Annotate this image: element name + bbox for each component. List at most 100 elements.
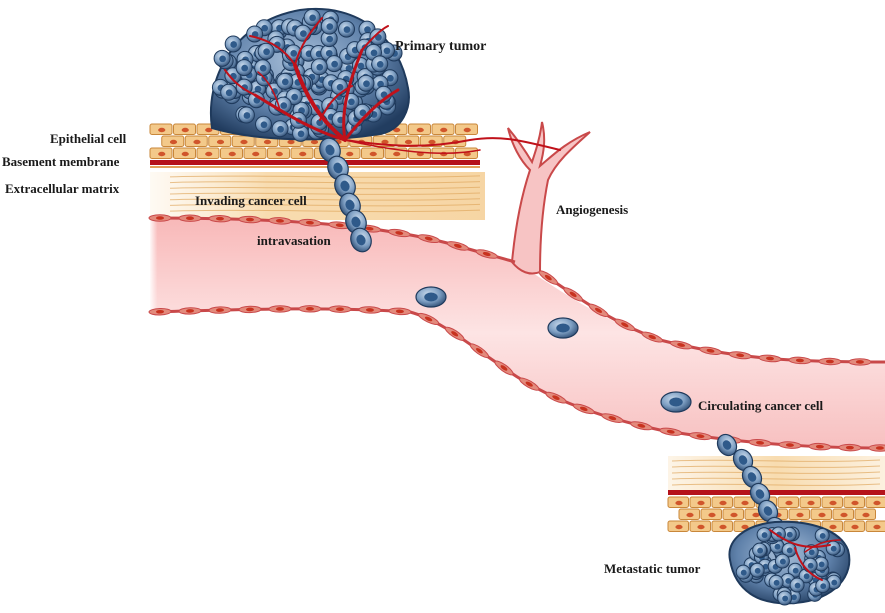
tumor-cell-nucleus — [290, 50, 298, 57]
endothelial-nucleus — [215, 308, 224, 312]
endothelial-nucleus — [475, 348, 483, 354]
ecm-fiber — [169, 186, 481, 190]
epithelial-nucleus — [686, 512, 694, 518]
tumor-cell-nucleus — [277, 125, 284, 133]
endothelial-nucleus — [275, 219, 284, 223]
tumor-cell-nucleus — [325, 49, 333, 57]
metastatic-capillaries — [769, 529, 841, 581]
labels: Primary tumor Epithelial cell Basement m… — [2, 39, 824, 576]
epithelial-nucleus — [730, 512, 738, 518]
endothelial-nucleus — [424, 236, 433, 241]
cancer-cell-nucleus — [722, 440, 732, 450]
endothelial-nucleus — [696, 434, 705, 438]
tumor-cell-nucleus — [786, 531, 793, 538]
tumor-cell-nucleus — [280, 102, 288, 109]
tumor-cell-nucleus — [336, 83, 344, 91]
epithelial-nucleus — [697, 500, 705, 506]
tumor-cell-nucleus — [261, 24, 269, 32]
tumor-cell-nucleus — [343, 26, 351, 33]
epithelial-nucleus — [719, 524, 727, 530]
tumor-cell-nucleus — [383, 47, 391, 55]
epithelial-nucleus — [299, 151, 307, 157]
tumor-cell-nucleus — [243, 112, 251, 119]
endothelial-nucleus — [579, 406, 588, 412]
tumor-cell-nucleus — [225, 89, 233, 97]
endothelial-nucleus — [855, 360, 864, 364]
epithelial-nucleus — [169, 139, 178, 145]
tumor-capillaries — [224, 17, 561, 154]
label-invading-cancer-cell: Invading cancer cell — [195, 193, 307, 208]
tumor-cell-nucleus — [740, 569, 747, 576]
endothelial-nucleus — [305, 307, 314, 311]
epithelial-nucleus — [675, 524, 683, 530]
cancer-cell-nucleus — [356, 234, 366, 246]
tumor-cell-nucleus — [791, 594, 797, 601]
epithelial-nucleus — [193, 139, 201, 145]
tumor-cell-nucleus — [773, 579, 780, 586]
ecm-fibers-right — [671, 459, 881, 486]
ecm-fiber — [671, 465, 881, 468]
ecm-fibers-left — [169, 175, 481, 213]
epithelial-nucleus — [228, 151, 236, 157]
epithelial-nucleus — [428, 139, 436, 145]
endothelial-nucleus — [875, 446, 884, 450]
ecm-fiber — [169, 181, 481, 184]
ecm-fiber — [671, 483, 881, 486]
circulating-cancer-cells — [415, 286, 692, 413]
epithelial-nucleus — [818, 512, 826, 518]
cancer-cell-nucleus — [669, 397, 683, 407]
epithelial-nucleus — [346, 151, 354, 157]
epithelial-nucleus — [404, 139, 413, 145]
epithelial-nucleus — [205, 127, 213, 133]
tumor-cell-nucleus — [803, 573, 810, 580]
tumor-cell-nucleus — [782, 595, 789, 602]
label-angiogenesis: Angiogenesis — [556, 202, 628, 217]
tumor-cell-nucleus — [357, 62, 365, 70]
epithelial-nucleus — [719, 500, 727, 506]
epithelial-nucleus — [158, 127, 166, 133]
endothelial-nucleus — [677, 343, 686, 347]
endothelial-nucleus — [215, 216, 224, 221]
tumor-cell-nucleus — [370, 49, 378, 57]
tumor-cell-nucleus — [359, 109, 367, 117]
ecm-fiber — [671, 477, 881, 480]
blood-vessel — [148, 121, 885, 452]
endothelial-nucleus — [155, 309, 164, 314]
tumor-cell-nucleus — [786, 547, 793, 554]
ecm-fiber — [169, 175, 481, 178]
tumor-cell-nucleus — [316, 63, 324, 71]
label-intravasation: intravasation — [257, 233, 331, 248]
epithelial-nucleus — [263, 139, 272, 145]
cancer-cell-nucleus — [763, 506, 773, 516]
label-extracellular-matrix: Extracellular matrix — [5, 181, 120, 196]
tumor-cell-nucleus — [376, 60, 384, 68]
endothelial-nucleus — [500, 365, 508, 371]
epithelial-nucleus — [463, 127, 471, 133]
endothelial-nucleus — [275, 307, 284, 311]
epithelial-nucleus — [675, 500, 683, 506]
epithelial-nucleus — [369, 151, 377, 157]
epithelial-nucleus — [851, 524, 859, 530]
tumor-cell-nucleus — [254, 85, 262, 93]
ecm-fiber — [169, 203, 481, 207]
basement-membrane-right — [668, 490, 885, 495]
epithelial-nucleus — [862, 512, 870, 518]
tumor-cell-nucleus — [219, 55, 226, 63]
tumor-cell-nucleus — [818, 561, 825, 568]
endothelial-nucleus — [666, 429, 675, 434]
tumor-cell-nucleus — [808, 549, 815, 556]
tumor-cell-nucleus — [830, 545, 837, 552]
tumor-cell-nucleus — [316, 119, 324, 127]
tumor-cell-nucleus — [794, 582, 801, 589]
epithelial-nucleus — [840, 512, 848, 518]
epithelial-nucleus — [181, 151, 189, 157]
epithelial-nucleus — [697, 524, 705, 530]
right-tissue — [667, 456, 885, 532]
epithelial-nucleus — [440, 127, 448, 133]
tumor-cell-nucleus — [230, 41, 238, 48]
endothelial-nucleus — [525, 381, 533, 387]
tumor-cell-nucleus — [259, 64, 267, 72]
endothelial-nucleus — [569, 291, 577, 298]
tumor-cell-nucleus — [281, 78, 289, 86]
